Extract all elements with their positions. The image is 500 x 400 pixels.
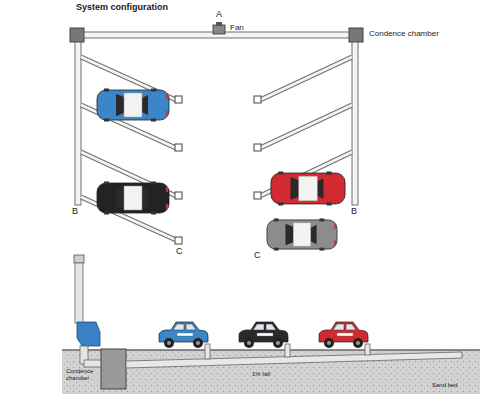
- car-grey-top: [267, 218, 337, 250]
- branch-pipes: [81, 57, 352, 240]
- note-label: 1% fall: [252, 371, 270, 378]
- part-label: Condence chamber: [369, 30, 439, 39]
- car-red-top: [271, 172, 345, 206]
- car-blue-top: [97, 89, 169, 122]
- part-label: Sand bed: [432, 382, 458, 389]
- callout-letter: B: [72, 207, 78, 217]
- branch-pipes-inner: [81, 57, 352, 240]
- exhaust-nozzles: [175, 96, 261, 244]
- sand-bed: [62, 350, 480, 394]
- stack-pipe: [74, 255, 102, 367]
- pipe-network: [75, 32, 358, 205]
- callout-letter: A: [216, 10, 222, 20]
- fan-unit-side: [77, 322, 100, 346]
- callout-letter: B: [351, 207, 357, 217]
- car-red-side: [319, 322, 368, 348]
- fan-symbol: [213, 22, 225, 34]
- car-connections: [205, 344, 370, 359]
- car-black-side: [239, 322, 288, 348]
- car-blue-side: [159, 322, 208, 348]
- main-drain-pipe: [126, 352, 462, 368]
- callout-letter: C: [254, 251, 261, 261]
- part-label: Fan: [230, 24, 244, 33]
- part-label: Condence chamber: [66, 368, 100, 381]
- callout-letter: C: [176, 247, 183, 257]
- car-black-top: [97, 182, 169, 215]
- condense-chamber-side: [101, 349, 126, 389]
- diagram-title: System configuration: [76, 3, 168, 13]
